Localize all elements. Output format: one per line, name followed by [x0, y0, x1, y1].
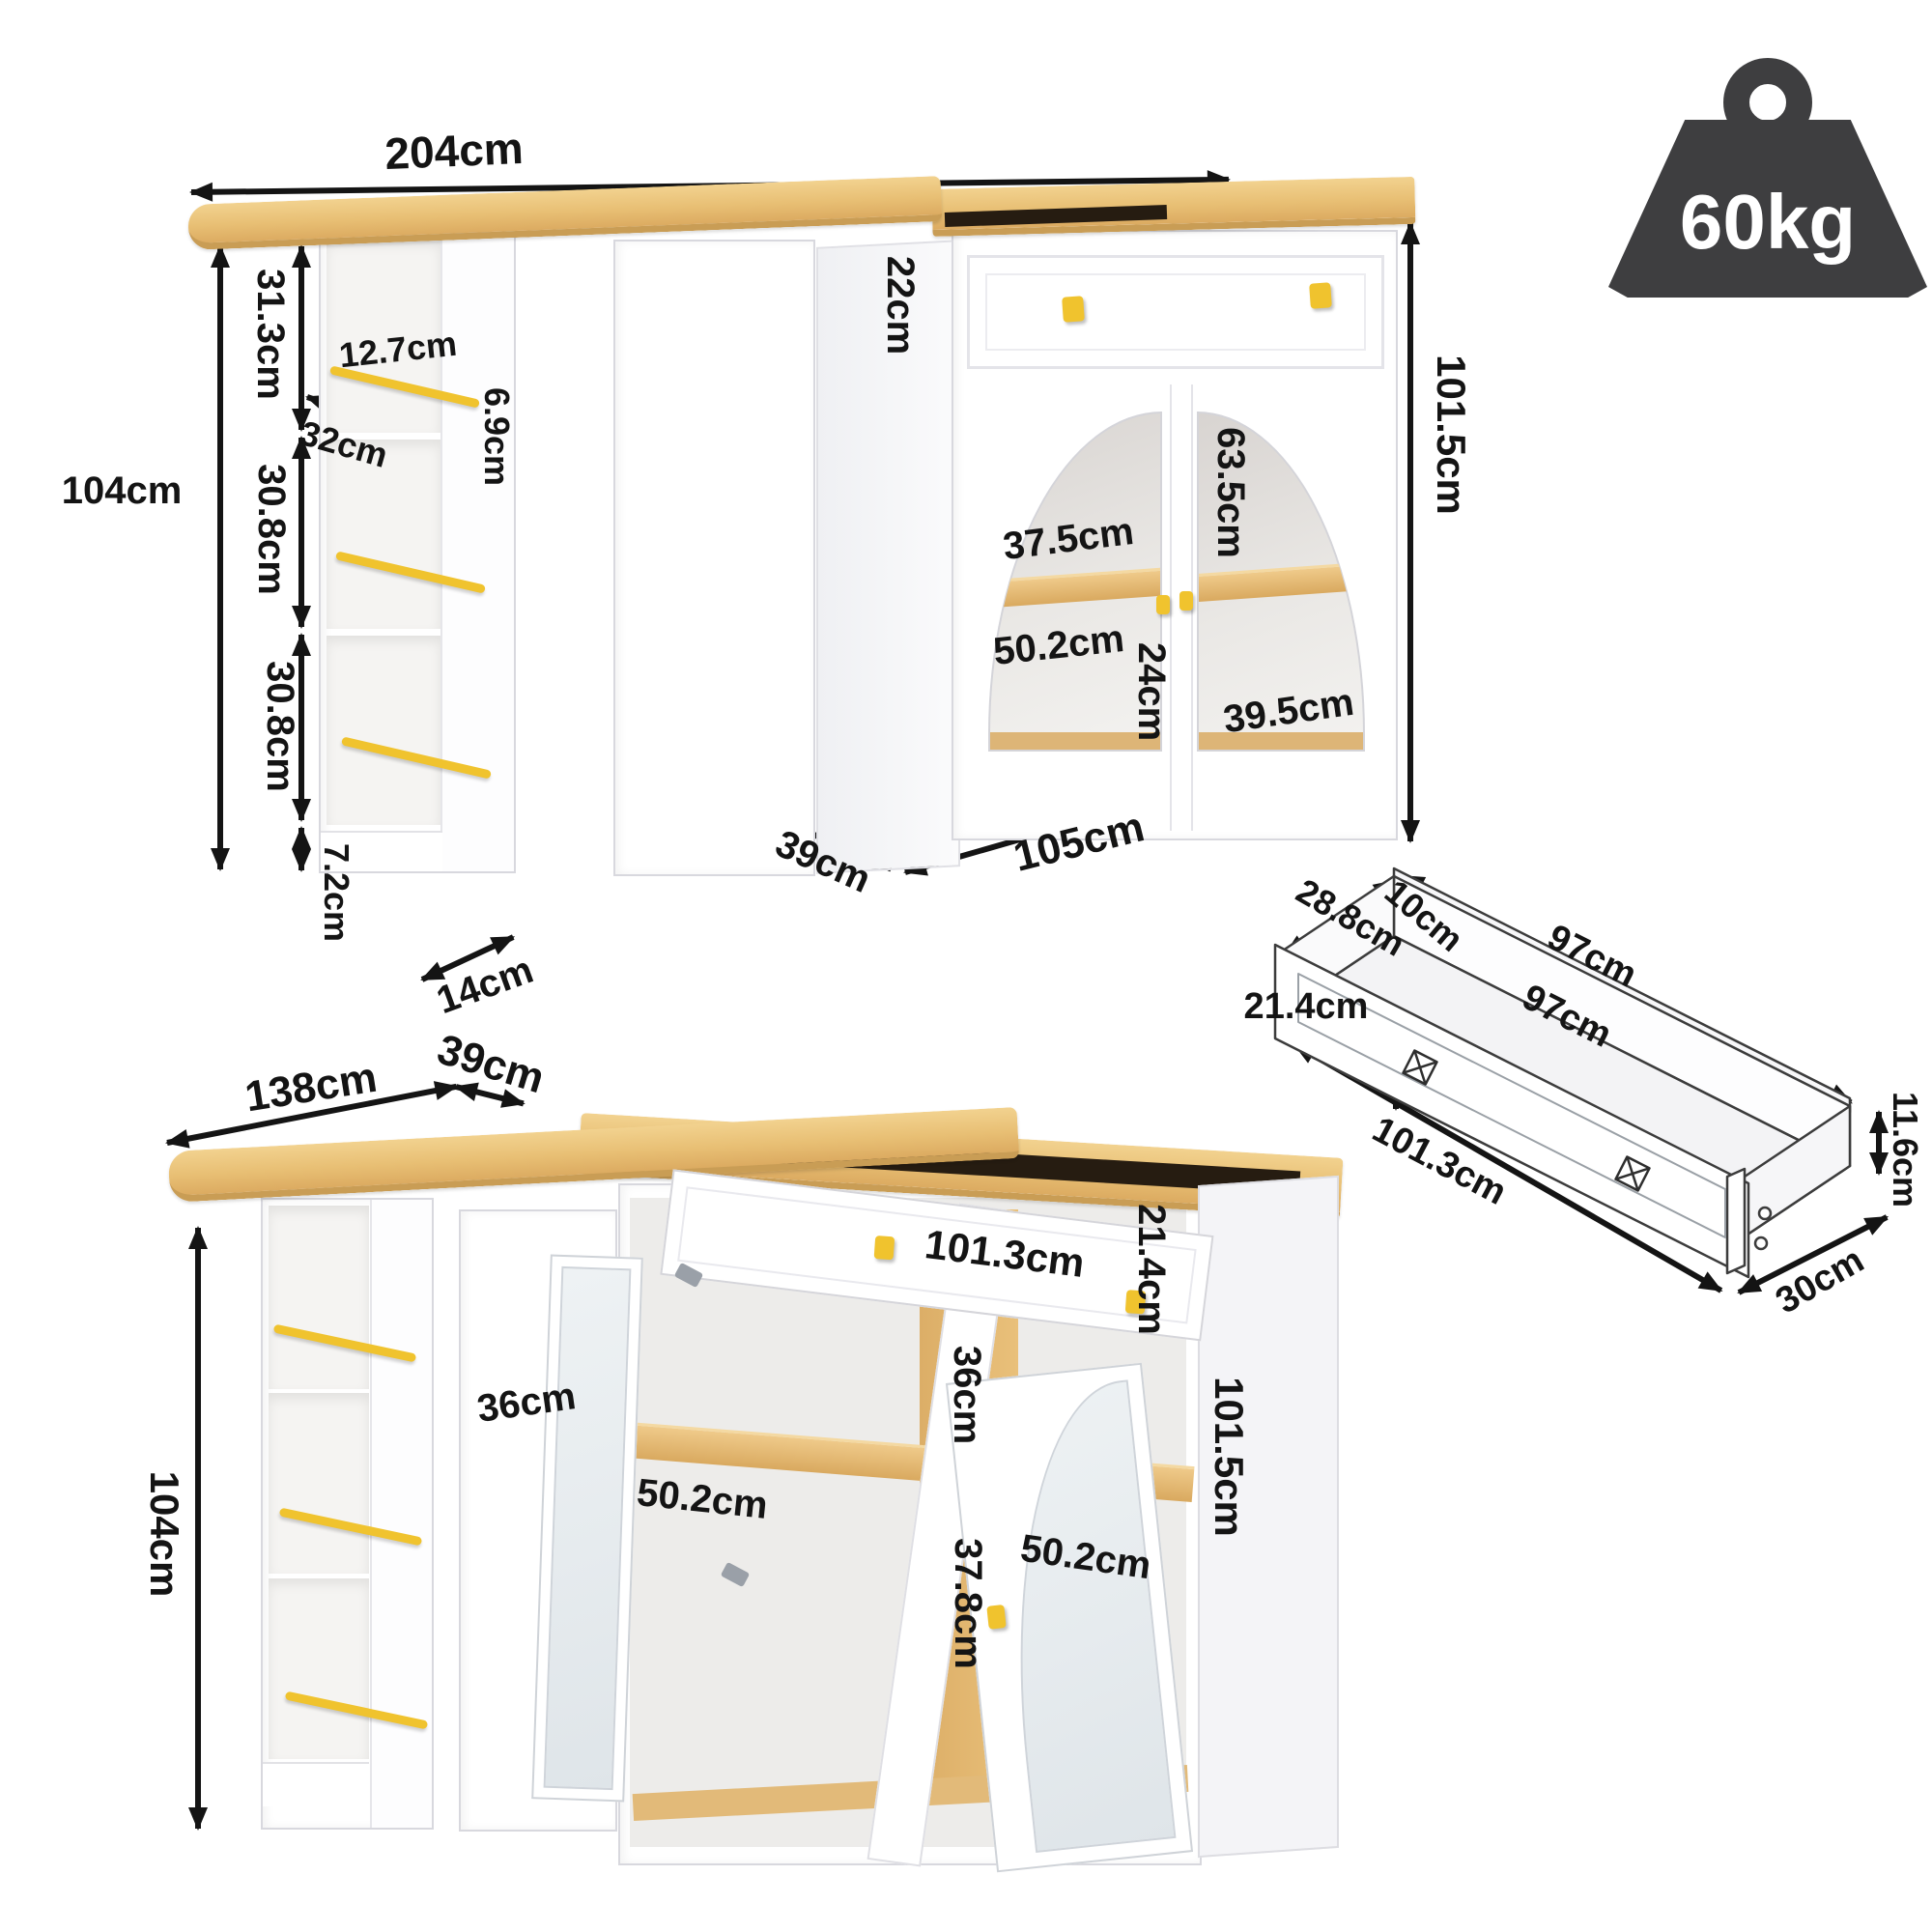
tower-cell [269, 1578, 369, 1759]
tower-base [321, 831, 442, 871]
inner-wood-shelf [990, 567, 1160, 609]
tower-base [263, 1762, 369, 1806]
drawer-handle [873, 1236, 895, 1261]
drawer-handle [1309, 282, 1332, 309]
dim-cabinet-height: 101.5cm [1429, 355, 1474, 515]
dim-lower-opening-height: 37.8cm [947, 1538, 989, 1669]
tower-side-panel [370, 1200, 432, 1828]
drawer-isometric-drawing [1273, 867, 1852, 1279]
dim-section-low: 30.8cm [259, 661, 301, 792]
dim-upper-opening-height: 36cm [946, 1345, 988, 1445]
middle-leg-panel [613, 240, 815, 876]
dim-section-top: 31.3cm [249, 269, 292, 400]
dim-arrow-total-height-folded [195, 1228, 201, 1829]
door-handle [1179, 591, 1193, 611]
dim-side-height: 11.6cm [1886, 1091, 1925, 1208]
drawer-handle [1062, 296, 1085, 323]
door-glass [543, 1265, 632, 1791]
door-handle [1156, 595, 1170, 614]
inner-wood-floor [990, 732, 1160, 750]
dim-top-length: 138cm [242, 1053, 381, 1122]
weight-capacity-badge: 60kg [1604, 58, 1932, 309]
dim-base-height: 7.2cm [317, 842, 356, 943]
tower-cell [269, 1206, 369, 1389]
dim-cabinet-height-folded: 101.5cm [1207, 1377, 1252, 1537]
dim-drawer-height: 22cm [879, 255, 922, 355]
dim-front-height: 21.4cm [1243, 986, 1369, 1027]
dim-drawer-height-folded: 21.4cm [1130, 1204, 1173, 1335]
door-arch-glass [987, 1379, 1177, 1853]
dim-total-height-folded: 104cm [142, 1470, 187, 1598]
tower-cell [327, 440, 440, 629]
tower-cell [269, 1393, 369, 1574]
inner-wood-shelf [1199, 561, 1363, 603]
left-door-arch-window [988, 412, 1162, 752]
drawer-front [967, 255, 1384, 369]
door-handle [986, 1605, 1007, 1630]
dim-door-opening-height: 63.5cm [1209, 427, 1252, 558]
weight-value: 60kg [1679, 179, 1857, 265]
dim-shelf-lip: 6.9cm [477, 386, 517, 487]
dim-total-width: 204cm [384, 122, 525, 180]
tower-cell [327, 636, 440, 825]
dim-lower-height: 24cm [1130, 641, 1173, 742]
open-left-door [531, 1254, 643, 1803]
dim-section-mid: 30.8cm [250, 464, 293, 595]
dim-total-height: 104cm [61, 469, 183, 512]
inner-wood-floor [1199, 732, 1363, 750]
tower-cell [327, 240, 440, 433]
cabinet [952, 230, 1398, 840]
weight-icon-body: 60kg [1608, 120, 1927, 298]
